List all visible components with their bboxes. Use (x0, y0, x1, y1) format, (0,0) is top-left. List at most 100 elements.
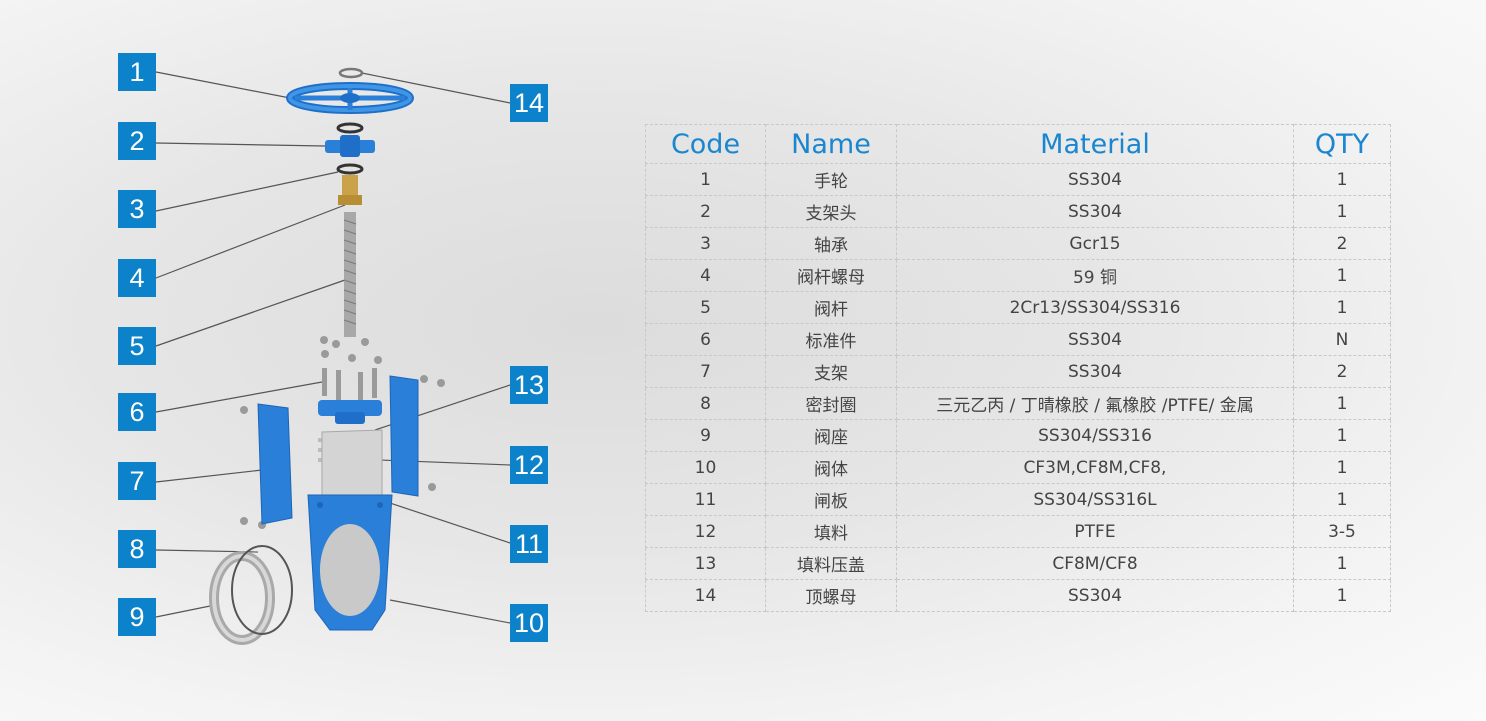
seat-ring (209, 551, 275, 645)
cell-qty: 1 (1293, 483, 1391, 516)
bracket-right (389, 375, 419, 497)
cell-qty: 1 (1293, 579, 1391, 612)
cell-name: 轴承 (765, 227, 897, 260)
fasteners (240, 336, 445, 529)
cell-material: CF8M/CF8 (896, 547, 1294, 580)
callout-9: 9 (118, 598, 156, 636)
cell-name: 手轮 (765, 163, 897, 196)
cell-name: 阀座 (765, 419, 897, 452)
cell-qty: 1 (1293, 547, 1391, 580)
header-code: Code (645, 124, 766, 164)
header-material: Material (896, 124, 1294, 164)
cell-qty: 1 (1293, 451, 1391, 484)
cell-material: SS304 (896, 195, 1294, 228)
cell-code: 4 (645, 259, 766, 292)
cell-qty: 2 (1293, 227, 1391, 260)
bearing-lower (336, 163, 364, 175)
callout-1: 1 (118, 53, 156, 91)
seal-ring (231, 545, 293, 635)
cell-material: SS304 (896, 323, 1294, 356)
cell-name: 填料压盖 (765, 547, 897, 580)
cell-name: 支架头 (765, 195, 897, 228)
cell-qty: 1 (1293, 195, 1391, 228)
cell-qty: 1 (1293, 387, 1391, 420)
exploded-valve-diagram: 1 2 3 4 5 6 7 8 9 10 11 12 13 14 (0, 0, 620, 721)
cell-material: SS304/SS316L (896, 483, 1294, 516)
cell-name: 填料 (765, 515, 897, 548)
cell-code: 14 (645, 579, 766, 612)
cell-code: 12 (645, 515, 766, 548)
callout-2: 2 (118, 122, 156, 160)
cell-material: SS304 (896, 163, 1294, 196)
bearing-upper (336, 122, 364, 134)
stem-nut (338, 175, 362, 205)
cell-material: SS304 (896, 579, 1294, 612)
cell-qty: 1 (1293, 163, 1391, 196)
cell-name: 阀体 (765, 451, 897, 484)
callout-10: 10 (510, 604, 548, 642)
callout-7: 7 (118, 462, 156, 500)
handwheel (286, 82, 414, 114)
cell-name: 阀杆螺母 (765, 259, 897, 292)
cell-material: SS304/SS316 (896, 419, 1294, 452)
cell-code: 2 (645, 195, 766, 228)
header-qty: QTY (1293, 124, 1391, 164)
cell-name: 支架 (765, 355, 897, 388)
cell-qty: 1 (1293, 259, 1391, 292)
cell-code: 5 (645, 291, 766, 324)
gate-plate (321, 429, 383, 498)
table-header-row: Code Name Material QTY (645, 124, 1391, 164)
top-nut (338, 67, 364, 79)
cell-qty: 3-5 (1293, 515, 1391, 548)
cell-qty: N (1293, 323, 1391, 356)
callout-3: 3 (118, 190, 156, 228)
cell-name: 密封圈 (765, 387, 897, 420)
cell-name: 顶螺母 (765, 579, 897, 612)
cell-material: SS304 (896, 355, 1294, 388)
cell-material: 59 铜 (896, 259, 1294, 292)
cell-code: 1 (645, 163, 766, 196)
cell-code: 9 (645, 419, 766, 452)
callout-6: 6 (118, 393, 156, 431)
stem (343, 212, 357, 337)
packing-gland (318, 400, 382, 424)
yoke-head (325, 135, 375, 157)
cell-code: 10 (645, 451, 766, 484)
callout-11: 11 (510, 525, 548, 563)
callout-4: 4 (118, 259, 156, 297)
cell-code: 7 (645, 355, 766, 388)
cell-name: 标准件 (765, 323, 897, 356)
header-name: Name (765, 124, 897, 164)
cell-qty: 1 (1293, 419, 1391, 452)
cell-qty: 1 (1293, 291, 1391, 324)
valve-exploded-drawing (155, 67, 511, 645)
bracket-left (257, 403, 293, 525)
cell-name: 阀杆 (765, 291, 897, 324)
cell-material: 2Cr13/SS304/SS316 (896, 291, 1294, 324)
valve-body (307, 494, 393, 631)
cell-name: 闸板 (765, 483, 897, 516)
cell-code: 8 (645, 387, 766, 420)
cell-material: Gcr15 (896, 227, 1294, 260)
callout-14: 14 (510, 84, 548, 122)
cell-code: 11 (645, 483, 766, 516)
cell-code: 6 (645, 323, 766, 356)
cell-material: PTFE (896, 515, 1294, 548)
callout-8: 8 (118, 530, 156, 568)
callout-5: 5 (118, 327, 156, 365)
